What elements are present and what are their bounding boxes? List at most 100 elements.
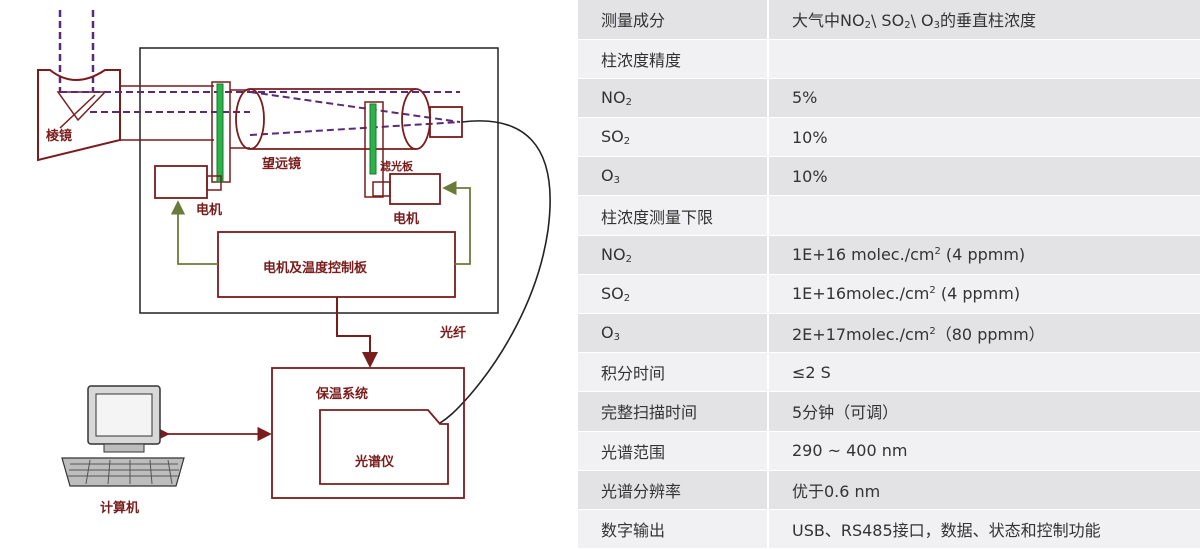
spec-value: 290 ~ 400 nm bbox=[768, 431, 1200, 471]
insulation-label: 保温系统 bbox=[315, 386, 368, 402]
spec-value-part: \ SO bbox=[870, 11, 905, 31]
spec-value-text: ≤2 S bbox=[792, 362, 831, 382]
right-motor-label: 电机 bbox=[393, 211, 419, 227]
prism bbox=[56, 91, 107, 122]
spec-value: ≤2 S bbox=[768, 352, 1200, 393]
spec-value: 10% bbox=[768, 156, 1200, 197]
spectrometer-label: 光谱仪 bbox=[354, 454, 395, 470]
spec-value-part: 2 bbox=[904, 20, 911, 32]
spec-value: 10% bbox=[768, 117, 1200, 158]
spec-label-text: O bbox=[601, 323, 614, 343]
spec-label-text: 完整扫描时间 bbox=[601, 403, 698, 423]
spec-value-text: 1E+16 molec./cm bbox=[792, 245, 935, 265]
spec-value-text: USB、RS485接口，数据、状态和控制功能 bbox=[792, 521, 1101, 541]
spec-label: O3 bbox=[578, 313, 769, 354]
computer-label: 计算机 bbox=[100, 500, 139, 516]
spec-value: 5分钟（可调） bbox=[768, 391, 1200, 432]
board-to-insulation-arrow bbox=[336, 297, 378, 368]
incoming-light-beams bbox=[58, 10, 95, 92]
spec-value: 1E+16 molec./cm2 (4 ppmm) bbox=[768, 235, 1200, 275]
spec-label-subscript: 2 bbox=[625, 253, 632, 265]
spec-label: 光谱范围 bbox=[578, 431, 769, 471]
spec-label-subscript: 3 bbox=[613, 332, 620, 344]
spec-value-part: 2 bbox=[934, 246, 941, 258]
spec-value-text: 10% bbox=[792, 127, 828, 147]
spec-value-text: 2E+17molec./cm bbox=[792, 325, 930, 345]
spec-label: 积分时间 bbox=[578, 352, 769, 393]
spectrometer bbox=[319, 409, 449, 485]
spec-value-text: 大气中NO bbox=[792, 11, 865, 31]
spec-label-subscript: 2 bbox=[623, 292, 631, 304]
spec-label: NO2 bbox=[578, 235, 769, 275]
computer-icon bbox=[61, 385, 185, 487]
prism-housing bbox=[37, 69, 121, 162]
spec-row: O3 10% bbox=[578, 156, 1200, 197]
spec-value-part: 2 bbox=[929, 326, 936, 338]
spec-value bbox=[768, 195, 1200, 236]
spec-value: 5% bbox=[768, 78, 1200, 119]
spec-value-part: (4 ppmm) bbox=[940, 245, 1026, 265]
spec-value: 大气中NO2\ SO2\ O3的垂直柱浓度 bbox=[768, 0, 1200, 40]
telescope bbox=[230, 88, 431, 150]
instrument-diagram: 棱镜 望远镜 滤光板 电机 电机 电机及温度控制板 光纤 bbox=[37, 10, 551, 516]
spec-label: 柱浓度精度 bbox=[578, 39, 769, 79]
spec-label-subscript: 2 bbox=[625, 96, 632, 108]
filter-label: 滤光板 bbox=[380, 159, 414, 173]
spec-label: 完整扫描时间 bbox=[578, 391, 769, 432]
spec-row: SO2 10% bbox=[578, 117, 1200, 158]
fiber-optic-cable bbox=[439, 120, 551, 424]
spec-label: 测量成分 bbox=[578, 0, 769, 40]
spec-value-text: 10% bbox=[792, 166, 828, 186]
spec-value-text: 5分钟（可调） bbox=[792, 403, 899, 423]
fiber-label: 光纤 bbox=[439, 325, 466, 341]
feedback-to-right-motor bbox=[442, 180, 471, 265]
spec-label-text: 测量成分 bbox=[601, 11, 666, 31]
spec-value bbox=[768, 39, 1200, 79]
spec-label-text: O bbox=[601, 166, 614, 186]
spec-value-text: 290 ~ 400 nm bbox=[792, 441, 908, 461]
left-motor bbox=[154, 165, 208, 199]
spec-label-text: NO bbox=[601, 244, 626, 264]
spec-value: 1E+16molec./cm2 (4 ppmm) bbox=[768, 274, 1200, 315]
spec-value-text: 优于0.6 nm bbox=[792, 481, 881, 501]
left-filter-wheel bbox=[216, 83, 224, 183]
spec-label: 柱浓度测量下限 bbox=[578, 195, 769, 236]
instrument-enclosure bbox=[139, 47, 499, 314]
spec-row: NO2 5% bbox=[578, 78, 1200, 119]
feedback-to-left-motor bbox=[170, 200, 218, 265]
spec-label-text: SO bbox=[601, 283, 624, 303]
spec-label-text: 光谱分辨率 bbox=[601, 481, 682, 501]
spec-label-subscript: 2 bbox=[623, 136, 631, 148]
prism-label: 棱镜 bbox=[46, 128, 72, 144]
spec-value-part: 2 bbox=[929, 285, 936, 297]
spec-label-text: 柱浓度精度 bbox=[601, 50, 682, 70]
spec-value: 优于0.6 nm bbox=[768, 470, 1200, 510]
spec-label: NO2 bbox=[578, 78, 769, 119]
spec-value: USB、RS485接口，数据、状态和控制功能 bbox=[768, 509, 1200, 549]
spec-value-part: 的垂直柱浓度 bbox=[940, 11, 1037, 31]
spec-row: 积分时间 ≤2 S bbox=[578, 352, 1200, 393]
control-board-label: 电机及温度控制板 bbox=[263, 260, 368, 276]
spec-label-text: 光谱范围 bbox=[601, 442, 666, 462]
spec-row: 柱浓度测量下限 bbox=[578, 195, 1200, 236]
right-motor bbox=[389, 173, 441, 205]
spec-label: SO2 bbox=[578, 117, 769, 158]
telescope-label: 望远镜 bbox=[262, 156, 301, 172]
spec-label: 光谱分辨率 bbox=[578, 470, 769, 510]
left-motor-label: 电机 bbox=[196, 202, 222, 218]
spec-value-part: 3 bbox=[933, 20, 941, 32]
spec-label: O3 bbox=[578, 156, 769, 197]
right-filter-wheel-frame bbox=[364, 101, 384, 198]
spec-row: 柱浓度精度 bbox=[578, 39, 1200, 79]
spec-label-subscript: 3 bbox=[613, 175, 620, 187]
spec-label: 数字输出 bbox=[578, 509, 769, 549]
spec-value-part: 2 bbox=[864, 20, 871, 32]
spec-row: 完整扫描时间 5分钟（可调） bbox=[578, 391, 1200, 432]
spec-label-text: SO bbox=[601, 127, 624, 147]
spec-value-part: \ O bbox=[910, 11, 934, 31]
spec-value-text: 5% bbox=[792, 88, 818, 108]
